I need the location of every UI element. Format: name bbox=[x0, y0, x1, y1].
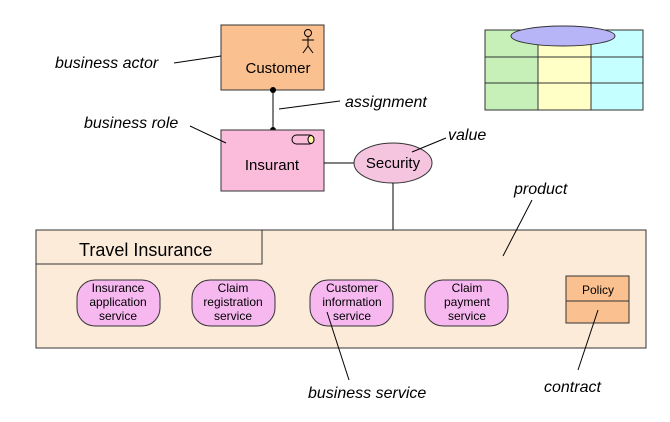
grid-cell bbox=[591, 83, 643, 110]
grid-cell bbox=[591, 57, 643, 83]
service-line: service bbox=[214, 309, 252, 323]
grid-cell bbox=[538, 57, 591, 83]
annotation-assignment: assignment bbox=[345, 94, 427, 111]
customer-actor-box[interactable]: Customer bbox=[220, 24, 325, 91]
service-line: application bbox=[89, 295, 146, 309]
grid-ellipse bbox=[510, 25, 616, 47]
service-claim-registration[interactable]: Claim registration service bbox=[191, 279, 276, 327]
service-line: information bbox=[322, 295, 381, 309]
policy-label: Policy bbox=[582, 283, 614, 297]
service-line: service bbox=[448, 309, 486, 323]
assignment-connector bbox=[270, 87, 276, 133]
policy-contract[interactable]: Policy bbox=[565, 275, 630, 324]
grid-cell bbox=[485, 83, 538, 110]
grid-cell bbox=[538, 83, 591, 110]
annotation-business-role: business role bbox=[84, 115, 178, 132]
annotation-value: value bbox=[448, 127, 486, 144]
service-customer-information[interactable]: Customer information service bbox=[309, 279, 394, 327]
insurant-label: Insurant bbox=[245, 157, 300, 174]
service-line: Claim bbox=[452, 281, 483, 295]
grid-cell bbox=[485, 57, 538, 83]
service-line: Customer bbox=[326, 281, 378, 295]
insurant-role-box[interactable]: Insurant bbox=[220, 129, 325, 192]
product-grid-icon bbox=[484, 25, 644, 111]
annotation-business-actor: business actor bbox=[55, 55, 159, 72]
service-line: service bbox=[333, 309, 371, 323]
service-line: Insurance bbox=[92, 281, 145, 295]
stick-figure-icon bbox=[302, 29, 314, 54]
role-cylinder-icon bbox=[291, 134, 315, 145]
service-line: registration bbox=[203, 295, 262, 309]
service-line: Claim bbox=[218, 281, 249, 295]
annotation-contract: contract bbox=[544, 379, 601, 396]
annotation-product: product bbox=[513, 181, 568, 198]
annotation-pointers bbox=[173, 55, 599, 381]
service-insurance-application[interactable]: Insurance application service bbox=[76, 279, 161, 327]
customer-label: Customer bbox=[245, 60, 310, 77]
service-line: payment bbox=[444, 295, 491, 309]
product-label: Travel Insurance bbox=[79, 240, 212, 260]
security-label: Security bbox=[366, 155, 421, 172]
service-claim-payment[interactable]: Claim payment service bbox=[424, 279, 509, 327]
service-line: service bbox=[99, 309, 137, 323]
annotation-business-service: business service bbox=[308, 385, 426, 402]
